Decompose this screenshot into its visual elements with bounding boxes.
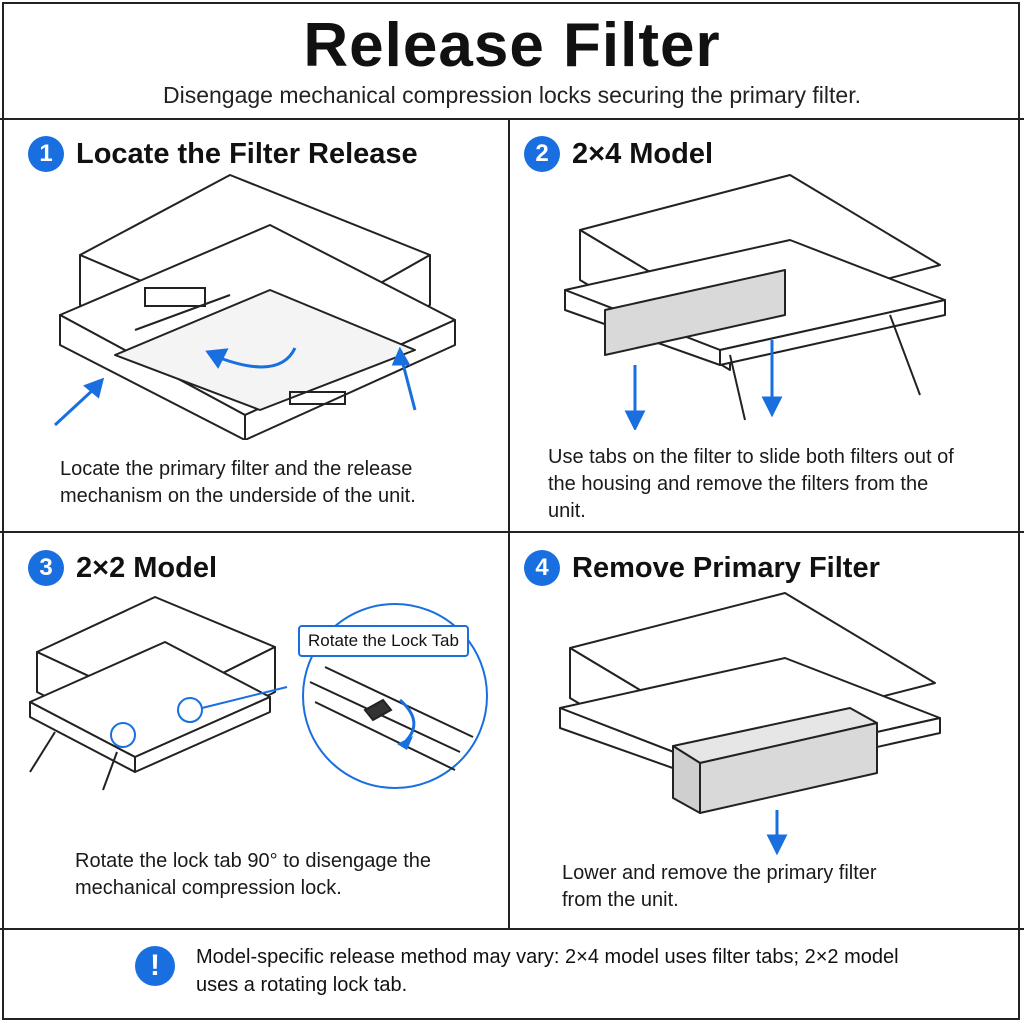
step-2-title: 2×4 Model bbox=[572, 137, 714, 170]
step-2-description: Use tabs on the filter to slide both fil… bbox=[548, 446, 954, 522]
step-4-description: Lower and remove the primary filter from… bbox=[562, 862, 877, 911]
step-3-description: Rotate the lock tab 90° to disengage the… bbox=[75, 850, 432, 899]
step-2-header: 2 2×4 Model bbox=[524, 136, 713, 172]
step-3-title: 2×2 Model bbox=[76, 551, 218, 584]
step-2-illustration bbox=[564, 174, 946, 430]
step-1-number: 1 bbox=[28, 136, 64, 172]
step-3-number: 3 bbox=[28, 550, 64, 586]
step-1-illustration bbox=[53, 174, 456, 440]
step-1-header: 1 Locate the Filter Release bbox=[28, 136, 418, 172]
page-subtitle: Disengage mechanical compression locks s… bbox=[163, 82, 861, 108]
lock-tab-callout: Rotate the Lock Tab bbox=[298, 625, 469, 657]
step-2-number: 2 bbox=[524, 136, 560, 172]
divider-vertical bbox=[508, 118, 510, 930]
step-4-title: Remove Primary Filter bbox=[572, 551, 880, 584]
step-1-description: Locate the primary filter and the releas… bbox=[60, 458, 416, 507]
step-4-number: 4 bbox=[524, 550, 560, 586]
step-4-illustration bbox=[559, 592, 941, 856]
model-note: Model-specific release method may vary: … bbox=[196, 946, 899, 996]
page-title: Release Filter bbox=[303, 11, 721, 80]
step-4-header: 4 Remove Primary Filter bbox=[524, 550, 880, 586]
step-3-header: 3 2×2 Model bbox=[28, 550, 217, 586]
exclamation-icon: ! bbox=[135, 946, 175, 986]
divider-middle bbox=[0, 531, 1024, 533]
divider-top bbox=[0, 118, 1024, 120]
step-3-illustration bbox=[29, 596, 488, 791]
divider-bottom bbox=[0, 928, 1024, 930]
step-1-title: Locate the Filter Release bbox=[76, 137, 418, 170]
